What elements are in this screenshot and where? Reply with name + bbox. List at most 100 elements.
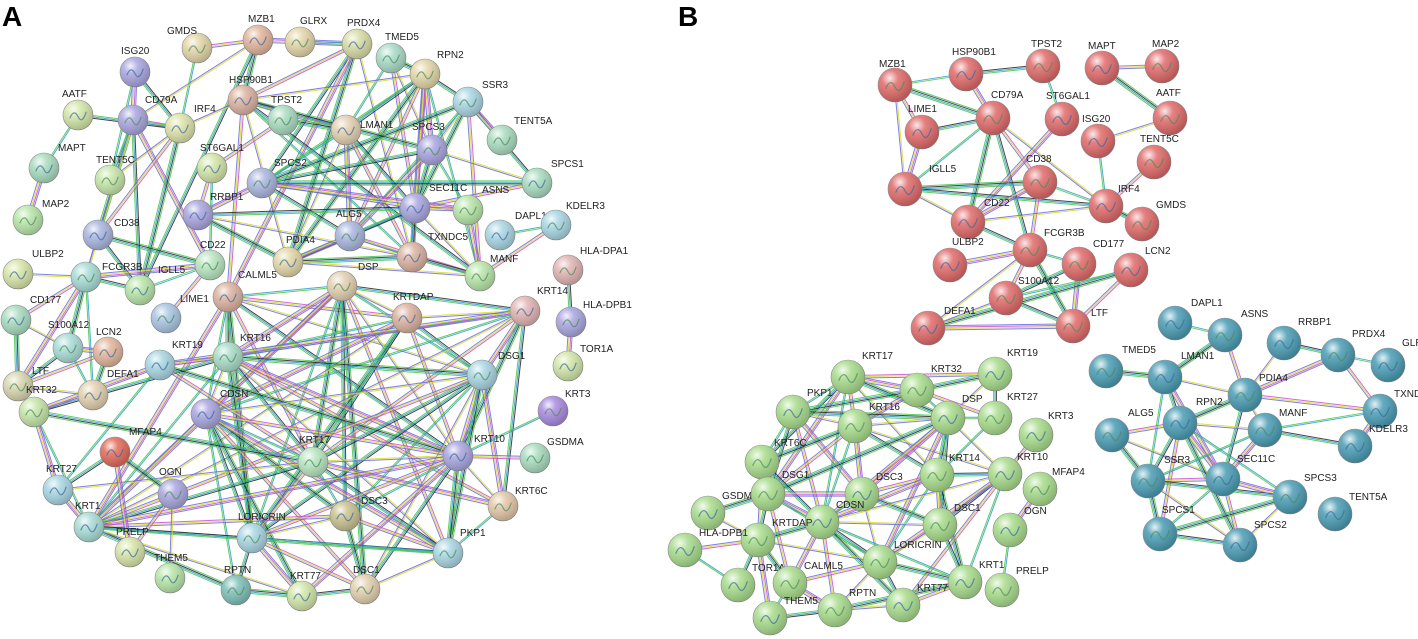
node-tor1a[interactable]: TOR1A <box>552 344 613 382</box>
node-mapt[interactable]: MAPT <box>28 143 86 184</box>
node-calml5[interactable]: CALML5 <box>772 561 843 601</box>
node-tpst2[interactable]: TPST2 <box>267 95 303 136</box>
node-krt14[interactable]: KRT14 <box>509 286 568 327</box>
node-krt19[interactable]: KRT19 <box>977 348 1038 392</box>
node-tmed5[interactable]: TMED5 <box>375 32 419 74</box>
node-cdsn[interactable]: CDSN <box>804 500 864 540</box>
node-krt3[interactable]: KRT3 <box>1018 411 1074 453</box>
node-tpst2[interactable]: TPST2 <box>1025 39 1063 84</box>
node-krt77[interactable]: KRT77 <box>885 583 948 623</box>
node-tent5c[interactable]: TENT5C <box>1136 134 1179 180</box>
node-aatf[interactable]: AATF <box>62 89 94 131</box>
node-krt17[interactable]: KRT17 <box>830 351 893 395</box>
node-krt6c[interactable]: KRT6C <box>744 438 807 480</box>
node-rptn[interactable]: RPTN <box>817 588 876 628</box>
node-krtdap[interactable]: KRTDAP <box>391 292 434 334</box>
node-krt27[interactable]: KRT27 <box>977 392 1038 436</box>
node-krtdap[interactable]: KRTDAP <box>740 518 813 558</box>
node-krt10[interactable]: KRT10 <box>442 434 505 472</box>
node-rrbp1[interactable]: RRBP1 <box>182 192 244 231</box>
node-lcn2[interactable]: LCN2 <box>1113 246 1171 288</box>
node-fcgr3b[interactable]: FCGR3B <box>70 261 143 293</box>
node-igll5[interactable]: IGLL5 <box>124 265 186 306</box>
node-hla-dpb1[interactable]: HLA-DPB1 <box>667 528 748 568</box>
node-spcs1[interactable]: SPCS1 <box>1142 505 1195 552</box>
node-krt1[interactable]: KRT1 <box>73 501 105 543</box>
node-rpn2[interactable]: RPN2 <box>1162 397 1223 441</box>
node-krt19[interactable]: KRT19 <box>144 340 203 381</box>
node-krt1[interactable]: KRT1 <box>947 560 1005 600</box>
node-cd38[interactable]: CD38 <box>1022 154 1058 200</box>
node-them5[interactable]: THEM5 <box>154 553 188 594</box>
node-cd177[interactable]: CD177 <box>0 295 62 336</box>
node-tmed5[interactable]: TMED5 <box>1088 345 1156 389</box>
node-krt6c[interactable]: KRT6C <box>487 486 548 522</box>
node-irf4[interactable]: IRF4 <box>164 104 216 144</box>
node-cdsn[interactable]: CDSN <box>190 389 248 430</box>
node-lime1[interactable]: LIME1 <box>904 104 940 150</box>
node-spcs2[interactable]: SPCS2 <box>1222 520 1287 563</box>
node-ogn[interactable]: OGN <box>157 467 189 510</box>
node-mfap4[interactable]: MFAP4 <box>1022 467 1085 507</box>
node-cd22[interactable]: CD22 <box>194 240 226 281</box>
node-mfap4[interactable]: MFAP4 <box>99 427 162 468</box>
node-rpn2[interactable]: RPN2 <box>409 50 464 90</box>
node-krt16[interactable]: KRT16 <box>212 333 271 373</box>
node-asns[interactable]: ASNS <box>452 185 510 226</box>
node-alg5[interactable]: ALG5 <box>334 209 366 252</box>
node-igll5[interactable]: IGLL5 <box>887 164 957 207</box>
node-hsp90b1[interactable]: HSP90B1 <box>227 75 273 116</box>
node-cd177[interactable]: CD177 <box>1061 239 1125 282</box>
node-loricrin[interactable]: LORICRIN <box>862 540 942 580</box>
node-asns[interactable]: ASNS <box>1207 309 1269 353</box>
node-cd79a[interactable]: CD79A <box>117 95 178 136</box>
node-glrx[interactable]: GLRX <box>1370 338 1418 383</box>
node-krt32[interactable]: KRT32 <box>899 364 962 408</box>
node-krt32[interactable]: KRT32 <box>18 385 57 428</box>
node-dapl1[interactable]: DAPL1 <box>484 211 547 251</box>
node-calml5[interactable]: CALML5 <box>212 270 277 313</box>
node-gsdma[interactable]: GSDMA <box>519 437 584 474</box>
node-prdx4[interactable]: PRDX4 <box>1320 329 1386 373</box>
node-st6gal1[interactable]: ST6GAL1 <box>196 143 244 184</box>
node-txndc5[interactable]: TXNDC5 <box>1362 389 1418 429</box>
node-prelp[interactable]: PRELP <box>984 566 1049 608</box>
node-kdelr3[interactable]: KDELR3 <box>1337 424 1408 464</box>
node-gmds[interactable]: GMDS <box>167 26 213 64</box>
node-cd22[interactable]: CD22 <box>950 198 1010 240</box>
node-spcs3[interactable]: SPCS3 <box>1272 473 1337 515</box>
node-fcgr3b[interactable]: FCGR3B <box>1012 228 1085 268</box>
node-gsdma[interactable]: GSDMA <box>690 491 759 531</box>
node-ssr3[interactable]: SSR3 <box>1130 455 1191 499</box>
node-kdelr3[interactable]: KDELR3 <box>540 201 605 241</box>
node-glrx[interactable]: GLRX <box>284 16 328 58</box>
node-mapt[interactable]: MAPT <box>1084 41 1120 86</box>
node-krt17[interactable]: KRT17 <box>297 435 330 478</box>
node-dsp[interactable]: DSP <box>930 394 983 436</box>
node-dsg1[interactable]: DSG1 <box>750 470 810 512</box>
node-pkp1[interactable]: PKP1 <box>775 388 833 430</box>
node-prdx4[interactable]: PRDX4 <box>341 18 381 60</box>
node-lman1[interactable]: LMAN1 <box>1147 351 1215 395</box>
node-spcs2[interactable]: SPCS2 <box>246 158 307 199</box>
node-hsp90b1[interactable]: HSP90B1 <box>948 47 996 92</box>
node-dsp[interactable]: DSP <box>326 262 379 302</box>
node-lcn2[interactable]: LCN2 <box>92 327 124 368</box>
node-krt77[interactable]: KRT77 <box>286 571 321 612</box>
node-dsc1[interactable]: DSC1 <box>349 565 381 605</box>
node-dapl1[interactable]: DAPL1 <box>1157 298 1223 341</box>
node-map2[interactable]: MAP2 <box>1144 39 1180 84</box>
node-krt16[interactable]: KRT16 <box>837 402 900 444</box>
node-cd79a[interactable]: CD79A <box>975 90 1024 136</box>
node-krt3[interactable]: KRT3 <box>537 389 591 427</box>
node-krt10[interactable]: KRT10 <box>987 452 1048 492</box>
node-pkp1[interactable]: PKP1 <box>432 528 486 569</box>
node-sec11c[interactable]: SEC11C <box>1205 454 1275 497</box>
node-cd38[interactable]: CD38 <box>82 218 140 251</box>
node-dsg1[interactable]: DSG1 <box>466 351 526 391</box>
node-prelp[interactable]: PRELP <box>114 527 149 568</box>
node-lime1[interactable]: LIME1 <box>150 294 209 334</box>
node-ltf[interactable]: LTF <box>1055 308 1108 344</box>
node-s100a12[interactable]: S100A12 <box>48 320 90 364</box>
node-isg20[interactable]: ISG20 <box>1080 114 1116 159</box>
